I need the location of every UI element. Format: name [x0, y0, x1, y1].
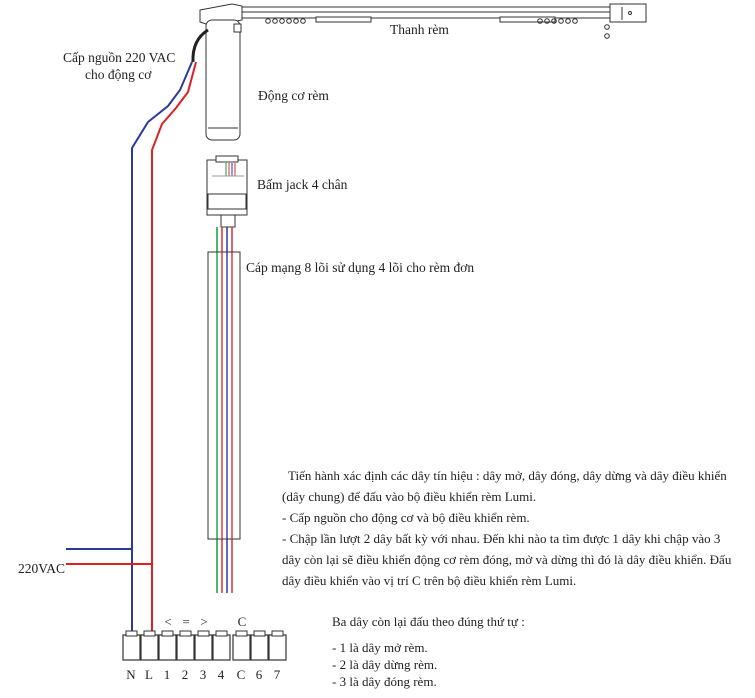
instruction-step-power: - Cấp nguồn cho động cơ và bộ điều khiển… — [282, 510, 530, 525]
jack-label: Bấm jack 4 chân — [257, 177, 348, 192]
terminal-symbol-open: < — [164, 614, 172, 629]
curtain-motor — [199, 3, 243, 141]
order-block: Ba dây còn lại đấu theo đúng thứ tự : - … — [332, 613, 525, 690]
terminal-label-c: C — [236, 667, 246, 682]
instructions-block: Tiến hành xác định các dây tín hiệu : dâ… — [282, 465, 742, 591]
network-cable-sheath-wires — [216, 252, 233, 539]
vac-label: 220VAC — [18, 561, 66, 576]
order-item-close: - 3 là dây đóng rèm. — [332, 674, 437, 689]
rj-jack — [206, 155, 248, 228]
terminal-label-6: 6 — [255, 667, 263, 682]
terminal-label-2: 2 — [181, 667, 189, 682]
terminal-symbol-common: C — [237, 614, 247, 629]
order-item-open: - 1 là dây mở rèm. — [332, 640, 428, 655]
terminal-label-1: 1 — [163, 667, 171, 682]
terminal-symbol-stop: = — [182, 614, 190, 629]
terminal-label-4: 4 — [217, 667, 225, 682]
cable-label: Cáp mạng 8 lõi sử dụng 4 lõi cho rèm đơn — [246, 260, 475, 275]
power-cable-label-line2: cho động cơ — [85, 67, 152, 82]
terminal-symbol-close: > — [200, 614, 208, 629]
terminal-block — [122, 630, 287, 661]
order-item-stop: - 2 là dây dừng rèm. — [332, 657, 438, 672]
terminal-label-n: N — [126, 667, 136, 682]
rail-label: Thanh rèm — [390, 22, 449, 37]
network-cable-sheath — [207, 251, 241, 540]
curtain-rail — [237, 3, 647, 39]
power-cable-label-line1: Cấp nguồn 220 VAC — [63, 50, 176, 65]
supply-lines — [66, 548, 153, 632]
terminal-label-7: 7 — [273, 667, 281, 682]
instruction-intro: Tiến hành xác định các dây tín hiệu : dâ… — [282, 468, 727, 504]
terminal-label-3: 3 — [199, 667, 207, 682]
order-title: Ba dây còn lại đấu theo đúng thứ tự : — [332, 614, 525, 629]
terminal-label-l: L — [145, 667, 153, 682]
motor-power-cable — [131, 28, 209, 610]
instruction-step-short: - Chập lần lượt 2 dây bất kỳ với nhau. Đ… — [282, 531, 732, 588]
motor-label: Động cơ rèm — [258, 88, 329, 103]
